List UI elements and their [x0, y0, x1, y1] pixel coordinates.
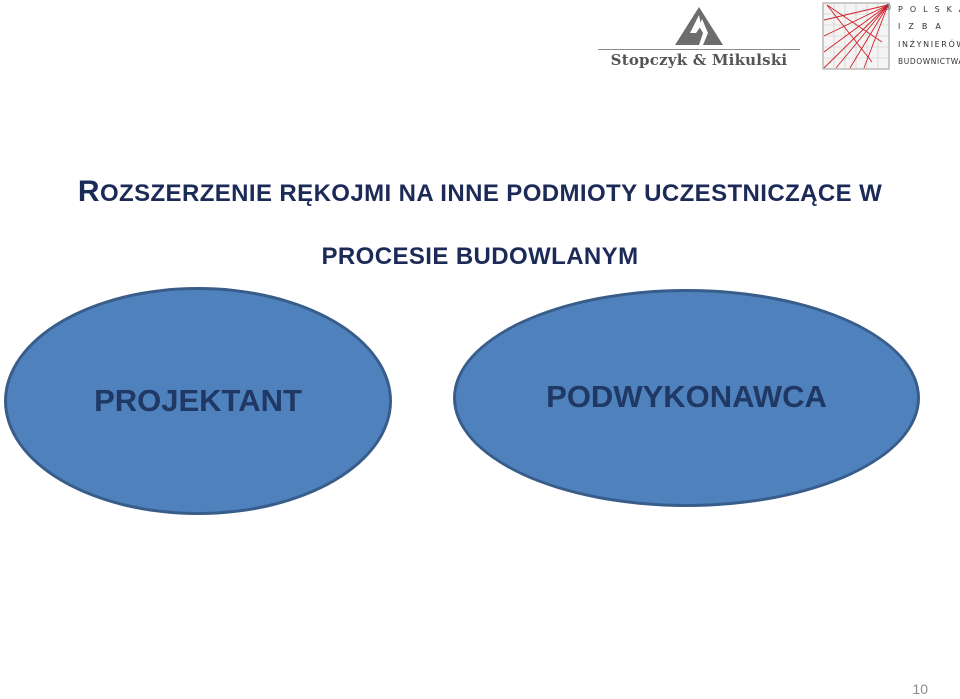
ellipse-label-podwykonawca: PODWYKONAWCA — [546, 379, 827, 414]
logo-divider — [598, 49, 800, 50]
mountain-emblem-icon — [675, 7, 723, 45]
slide-title: ROZSZERZENIE RĘKOJMI NA INNE PODMIOTY UC… — [40, 160, 920, 288]
piib-square-lines-icon — [822, 2, 890, 70]
piib-line-izba: IZBA — [898, 22, 949, 31]
title-line-1: ROZSZERZENIE RĘKOJMI NA INNE PODMIOTY UC… — [40, 160, 920, 225]
piib-line-budownictwa: BUDOWNICTWA — [898, 57, 960, 66]
ellipse-label-projektant: PROJEKTANT — [94, 383, 302, 418]
title-first-letter: R — [77, 175, 100, 208]
ellipse-projektant: PROJEKTANT — [4, 287, 392, 515]
piib-line-inzynierow: INŻYNIERÓW — [898, 40, 960, 49]
stopczyk-mikulski-wordmark: Stopczyk & Mikulski — [610, 51, 788, 69]
piib-logo: ® POLSKA IZBA INŻYNIERÓW BUDOWNICTWA — [822, 2, 960, 72]
title-line-1-text: OZSZERZENIE RĘKOJMI NA INNE PODMIOTY UCZ… — [99, 180, 883, 207]
title-line-2: PROCESIE BUDOWLANYM — [321, 243, 639, 270]
page-number: 10 — [912, 681, 928, 697]
registered-mark: ® — [884, 3, 892, 12]
piib-line-polska: POLSKA — [898, 5, 960, 14]
stopczyk-mikulski-logo: Stopczyk & Mikulski — [598, 6, 800, 70]
ellipse-podwykonawca: PODWYKONAWCA — [453, 289, 920, 507]
